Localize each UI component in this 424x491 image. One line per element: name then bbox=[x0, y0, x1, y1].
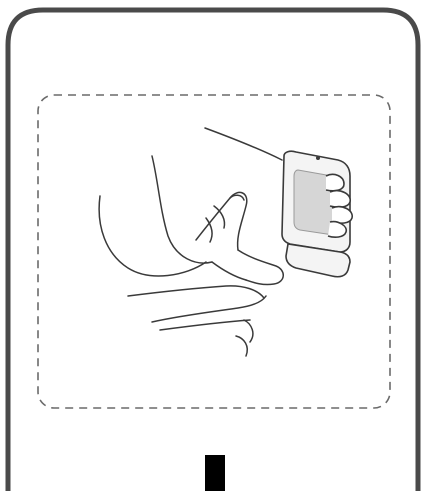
step-marker-bar bbox=[205, 455, 225, 491]
device bbox=[282, 151, 352, 277]
hands-drawing bbox=[99, 128, 283, 356]
